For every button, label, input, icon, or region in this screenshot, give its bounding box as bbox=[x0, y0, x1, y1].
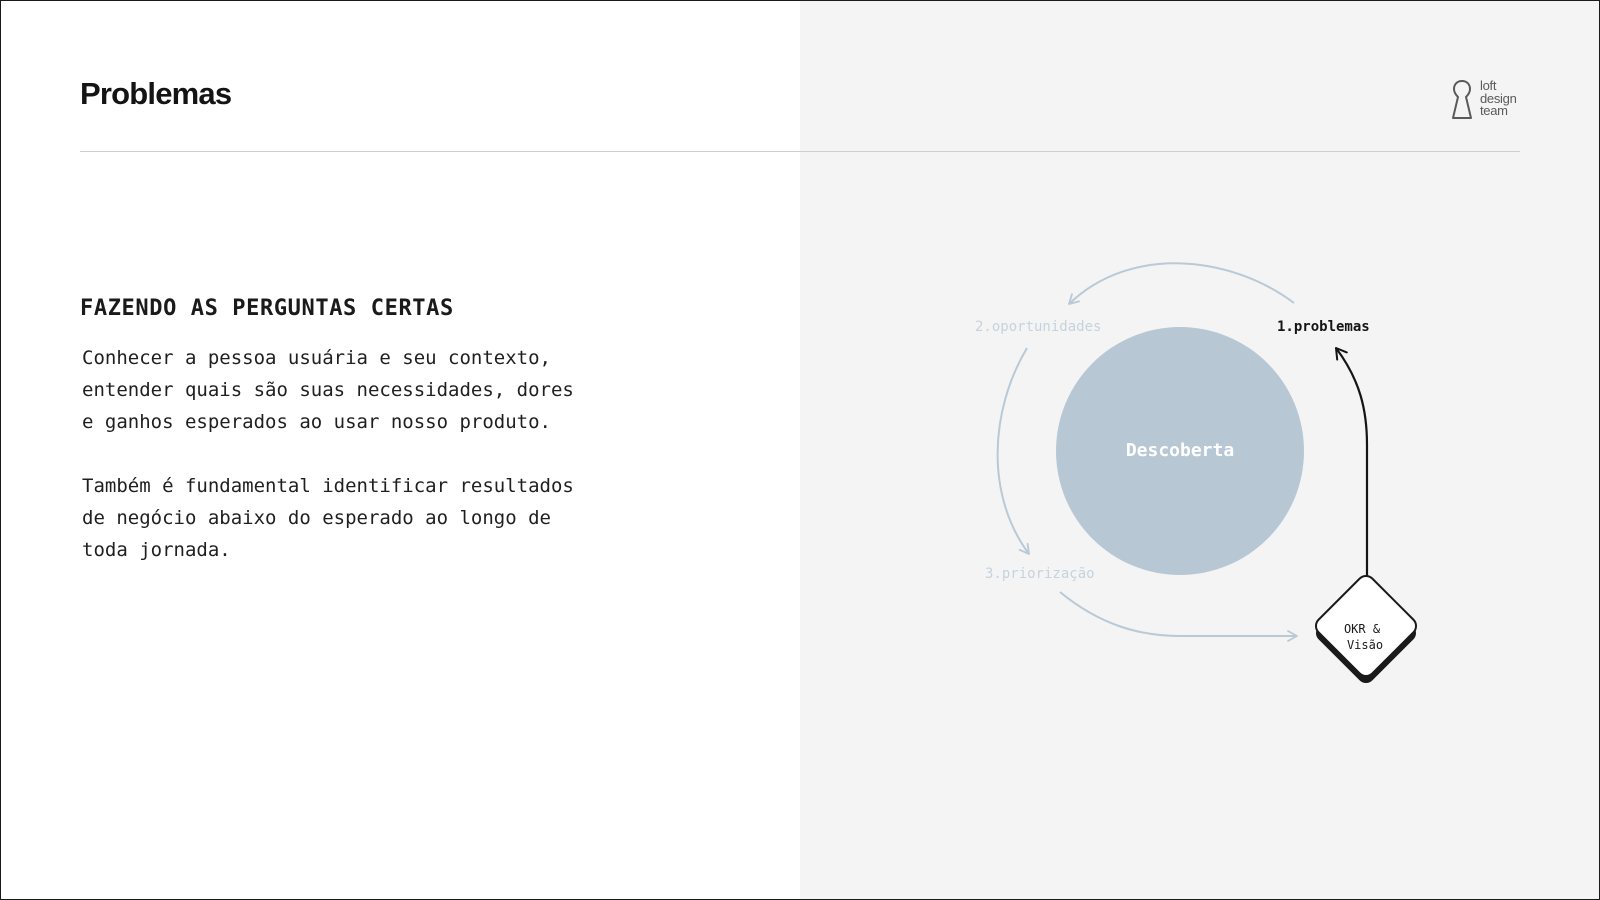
paragraph-line: Conhecer a pessoa usuária e seu contexto… bbox=[82, 347, 551, 369]
page-title: Problemas bbox=[80, 76, 232, 111]
okr-label-line: OKR & bbox=[1344, 622, 1381, 636]
logo-line: team bbox=[1480, 103, 1508, 118]
step-label-oportunidades: 2.oportunidades bbox=[975, 319, 1101, 335]
step-label-problemas: 1.problemas bbox=[1277, 319, 1370, 335]
center-label: Descoberta bbox=[1126, 440, 1234, 461]
section-heading: FAZENDO AS PERGUNTAS CERTAS bbox=[80, 296, 454, 321]
logo-text: loft design team bbox=[1480, 78, 1517, 118]
paragraph-line: toda jornada. bbox=[82, 539, 231, 561]
header-divider bbox=[80, 151, 1520, 152]
logo: loft design team bbox=[1450, 78, 1522, 122]
arrow-oportunidades-to-priorizacao bbox=[996, 347, 1030, 555]
arrow-problemas-to-oportunidades bbox=[1068, 262, 1295, 305]
paragraph-business: Também é fundamental identificar resulta… bbox=[82, 470, 662, 566]
paragraph-line: Também é fundamental identificar resulta… bbox=[82, 475, 574, 497]
logo-line: loft bbox=[1480, 78, 1497, 93]
paragraph-line: e ganhos esperados ao usar nosso produto… bbox=[82, 411, 551, 433]
keyhole-icon bbox=[1452, 80, 1472, 119]
discovery-circle bbox=[1056, 327, 1304, 575]
arrow-priorizacao-to-okr bbox=[1059, 591, 1298, 642]
step-label-priorizacao: 3.priorização bbox=[985, 566, 1095, 582]
okr-diamond: OKR & Visão bbox=[1314, 574, 1418, 684]
okr-label-line: Visão bbox=[1347, 638, 1383, 652]
arrow-okr-to-problemas bbox=[1335, 347, 1369, 584]
paragraph-line: de negócio abaixo do esperado ao longo d… bbox=[82, 507, 551, 529]
paragraph-line: entender quais são suas necessidades, do… bbox=[82, 379, 574, 401]
paragraph-context: Conhecer a pessoa usuária e seu contexto… bbox=[82, 342, 662, 438]
logo-line: design bbox=[1480, 90, 1517, 106]
